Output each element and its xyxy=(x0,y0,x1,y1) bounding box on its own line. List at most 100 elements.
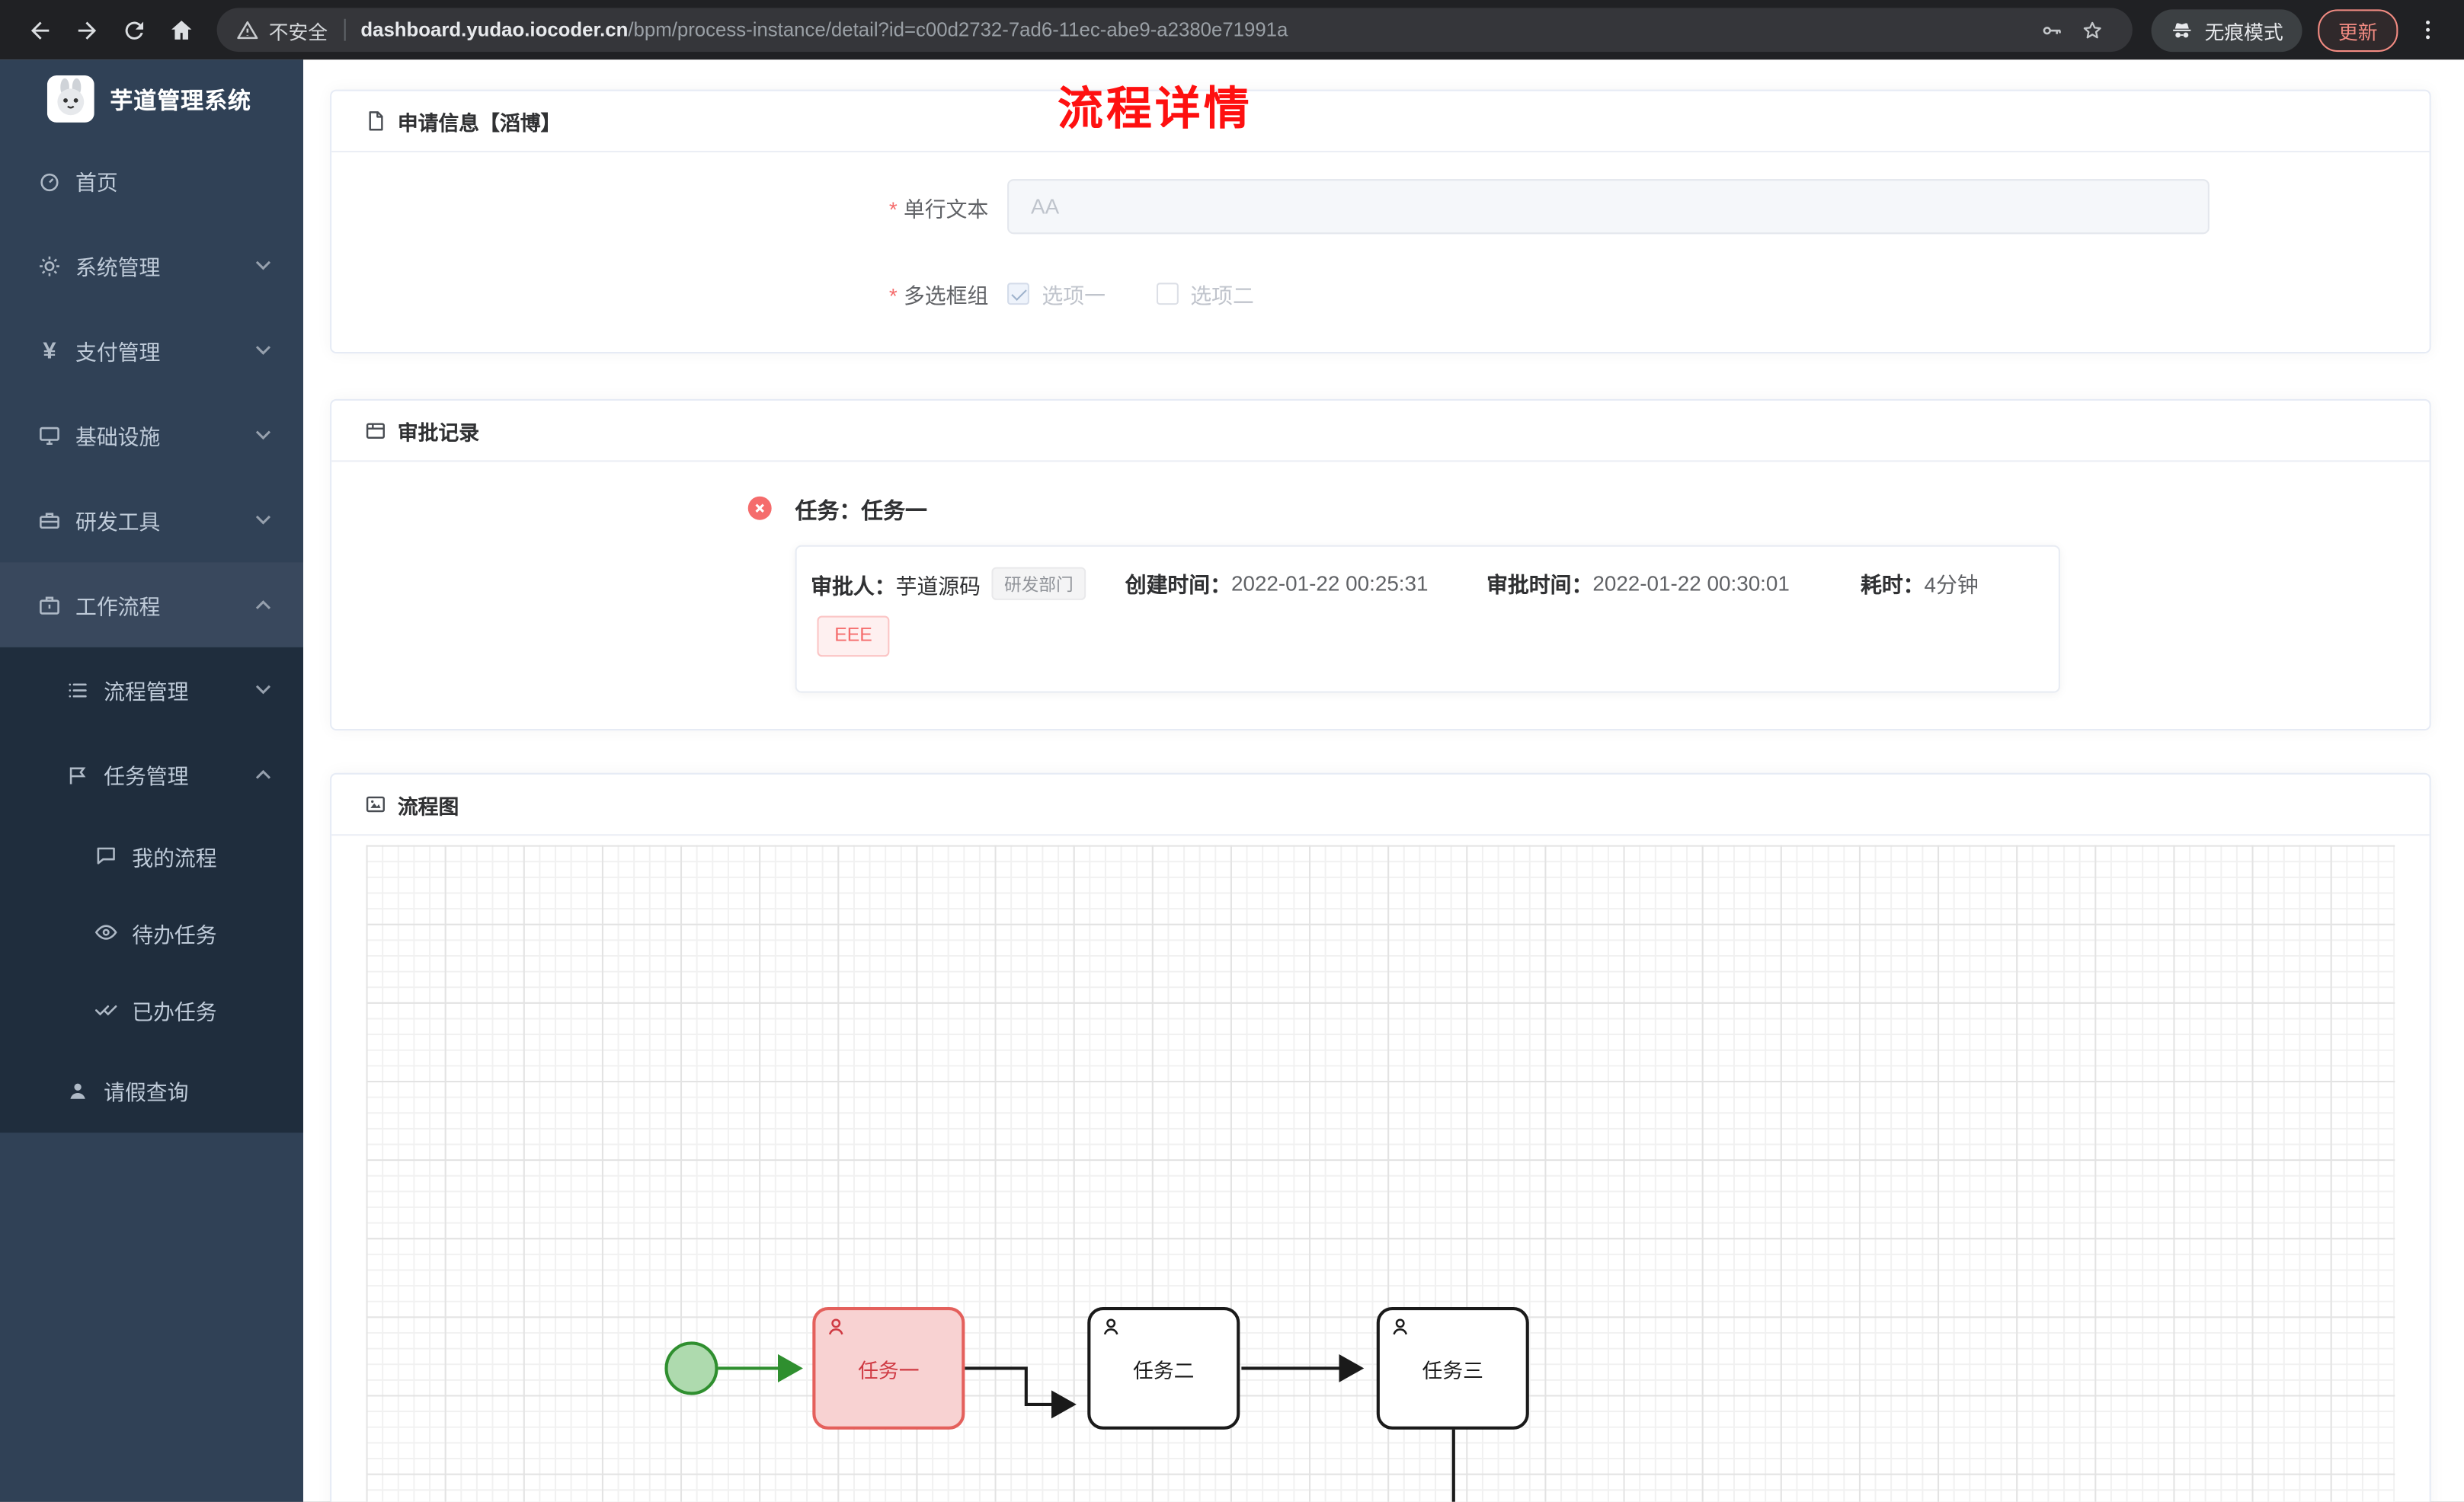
home-button[interactable] xyxy=(157,6,204,53)
approval-record-card: 审批记录 任务：任务一 审批人： 芋道源码 研发部门 创建时间： 2022-01… xyxy=(330,398,2431,731)
sidebar-item-process-mgmt[interactable]: 流程管理 xyxy=(0,647,303,732)
gear-icon xyxy=(38,254,62,277)
diagram-card-title: 流程图 xyxy=(397,794,459,818)
checkbox-option-label: 选项一 xyxy=(1042,284,1106,308)
star-icon xyxy=(2082,18,2105,42)
checkbox-option-2[interactable]: 选项二 xyxy=(1155,278,1254,309)
browser-menu-button[interactable] xyxy=(2408,9,2449,50)
approval-card-title: 审批记录 xyxy=(397,420,480,444)
app-logo[interactable]: 芋道管理系统 xyxy=(0,59,303,138)
duration-value: 4分钟 xyxy=(1924,573,1979,597)
apply-card-title: 申请信息【滔博】 xyxy=(397,110,562,135)
sidebar-item-label: 工作流程 xyxy=(75,595,161,619)
diagram-card-header: 流程图 xyxy=(331,775,2430,836)
bpmn-task-3[interactable]: 任务三 xyxy=(1376,1307,1529,1430)
checkbox-group-label: *多选框组 xyxy=(888,284,989,308)
sidebar-item-dev-tools[interactable]: 研发工具 xyxy=(0,478,303,562)
sidebar-item-label: 支付管理 xyxy=(75,340,161,365)
yen-icon: ¥ xyxy=(43,337,56,364)
approve-time-info: 审批时间： 2022-01-22 00:30:01 xyxy=(1486,567,1790,599)
sidebar-item-todo-tasks[interactable]: 待办任务 xyxy=(0,894,303,971)
create-time-label: 创建时间： xyxy=(1125,573,1231,597)
url-path: /bpm/process-instance/detail?id=c00d2732… xyxy=(628,18,1288,41)
sidebar-item-infrastructure[interactable]: 基础设施 xyxy=(0,393,303,478)
reload-button[interactable] xyxy=(110,6,157,53)
sidebar-item-label: 首页 xyxy=(75,171,118,195)
sidebar-item-workflow[interactable]: 工作流程 xyxy=(0,562,304,647)
sidebar-item-home[interactable]: 首页 xyxy=(0,139,303,223)
checkbox-option-1[interactable]: 选项一 xyxy=(1007,278,1106,309)
user-task-icon xyxy=(1100,1316,1122,1338)
duration-label: 耗时： xyxy=(1861,573,1925,597)
chevron-down-icon xyxy=(254,429,272,442)
back-button[interactable] xyxy=(16,6,63,53)
dashboard-icon xyxy=(38,169,62,193)
user-task-icon xyxy=(1389,1316,1411,1338)
main-content: 流程详情 申请信息【滔博】 *单行文本 *多选框组 xyxy=(303,59,2464,1502)
approver-label: 审批人： xyxy=(811,574,896,598)
apply-info-card: 申请信息【滔博】 *单行文本 *多选框组 选项一 xyxy=(330,89,2431,354)
sidebar-item-my-process[interactable]: 我的流程 xyxy=(0,817,303,894)
incognito-icon xyxy=(2170,18,2194,42)
sidebar-item-label: 任务管理 xyxy=(104,765,189,789)
approver-name: 芋道源码 xyxy=(895,574,981,598)
record-icon xyxy=(365,420,387,442)
create-time-value: 2022-01-22 00:25:31 xyxy=(1230,570,1429,595)
checkbox-icon[interactable] xyxy=(1155,283,1178,305)
list-icon xyxy=(66,678,90,701)
bookmark-button[interactable] xyxy=(2072,9,2114,50)
double-check-icon xyxy=(94,998,118,1021)
bpmn-task-label: 任务二 xyxy=(1133,1358,1195,1382)
sidebar-item-label: 请假查询 xyxy=(104,1081,189,1104)
task-error-icon xyxy=(747,496,772,520)
sidebar-item-label: 流程管理 xyxy=(104,680,189,704)
reload-icon xyxy=(120,17,147,43)
app-frame: 芋道管理系统 首页 系统管理 ¥ 支付管理 基础设施 xyxy=(0,59,2464,1502)
task-title: 任务：任务一 xyxy=(795,497,927,523)
dept-tag: 研发部门 xyxy=(991,567,1086,600)
bpmn-start-event[interactable] xyxy=(664,1341,718,1395)
password-key-button[interactable] xyxy=(2032,9,2073,50)
duration-info: 耗时： 4分钟 xyxy=(1861,567,1979,599)
url-domain: dashboard.yudao.iocoder.cn xyxy=(360,18,629,41)
bpmn-task-1[interactable]: 任务一 xyxy=(812,1307,965,1430)
single-line-text-input[interactable] xyxy=(1007,179,2210,235)
back-icon xyxy=(26,17,53,43)
checkbox-option-label: 选项二 xyxy=(1190,284,1254,308)
create-time-info: 创建时间： 2022-01-22 00:25:31 xyxy=(1125,567,1429,599)
sequence-flow-1-2 xyxy=(965,1366,1077,1419)
incognito-badge[interactable]: 无痕模式 xyxy=(2151,8,2302,52)
required-asterisk: * xyxy=(888,284,898,308)
workflow-submenu: 流程管理 任务管理 我的流程 待办任务 已办 xyxy=(0,647,304,1133)
sidebar-item-payment-mgmt[interactable]: ¥ 支付管理 xyxy=(0,308,303,392)
address-bar[interactable]: 不安全 dashboard.yudao.iocoder.cn/bpm/proce… xyxy=(216,8,2133,53)
bpmn-task-2[interactable]: 任务二 xyxy=(1087,1307,1240,1430)
sidebar-item-system-mgmt[interactable]: 系统管理 xyxy=(0,223,303,308)
sidebar-item-done-tasks[interactable]: 已办任务 xyxy=(0,971,303,1048)
briefcase-icon xyxy=(38,593,62,617)
bpmn-canvas[interactable]: 任务一 任务二 任务三 xyxy=(366,845,2395,1502)
process-diagram-card: 流程图 任 xyxy=(330,772,2431,1502)
text-field-row: *单行文本 xyxy=(331,179,2429,235)
checkbox-group-row: *多选框组 选项一 选项二 xyxy=(331,278,2429,309)
bpmn-task-label: 任务三 xyxy=(1422,1358,1483,1382)
incognito-label: 无痕模式 xyxy=(2204,21,2283,43)
sidebar-item-leave-query[interactable]: 请假查询 xyxy=(0,1048,303,1133)
app-title: 芋道管理系统 xyxy=(110,88,251,114)
bpmn-connectors xyxy=(718,1353,1455,1502)
more-vert-icon xyxy=(2415,18,2440,43)
apply-card-header: 申请信息【滔博】 xyxy=(331,91,2430,153)
sidebar-item-task-mgmt[interactable]: 任务管理 xyxy=(0,732,303,817)
forward-button[interactable] xyxy=(63,6,110,53)
approval-card-header: 审批记录 xyxy=(331,401,2430,462)
sidebar-item-label: 待办任务 xyxy=(132,922,217,947)
approval-detail-box: 审批人： 芋道源码 研发部门 创建时间： 2022-01-22 00:25:31… xyxy=(795,545,2060,693)
update-button[interactable]: 更新 xyxy=(2318,8,2398,52)
checkbox-icon[interactable] xyxy=(1007,283,1029,305)
sidebar-item-label: 基础设施 xyxy=(75,425,161,449)
chevron-down-icon xyxy=(254,513,272,526)
person-icon xyxy=(66,1079,90,1102)
sidebar: 芋道管理系统 首页 系统管理 ¥ 支付管理 基础设施 xyxy=(0,59,304,1502)
home-icon xyxy=(168,17,194,43)
chat-icon xyxy=(94,844,118,868)
